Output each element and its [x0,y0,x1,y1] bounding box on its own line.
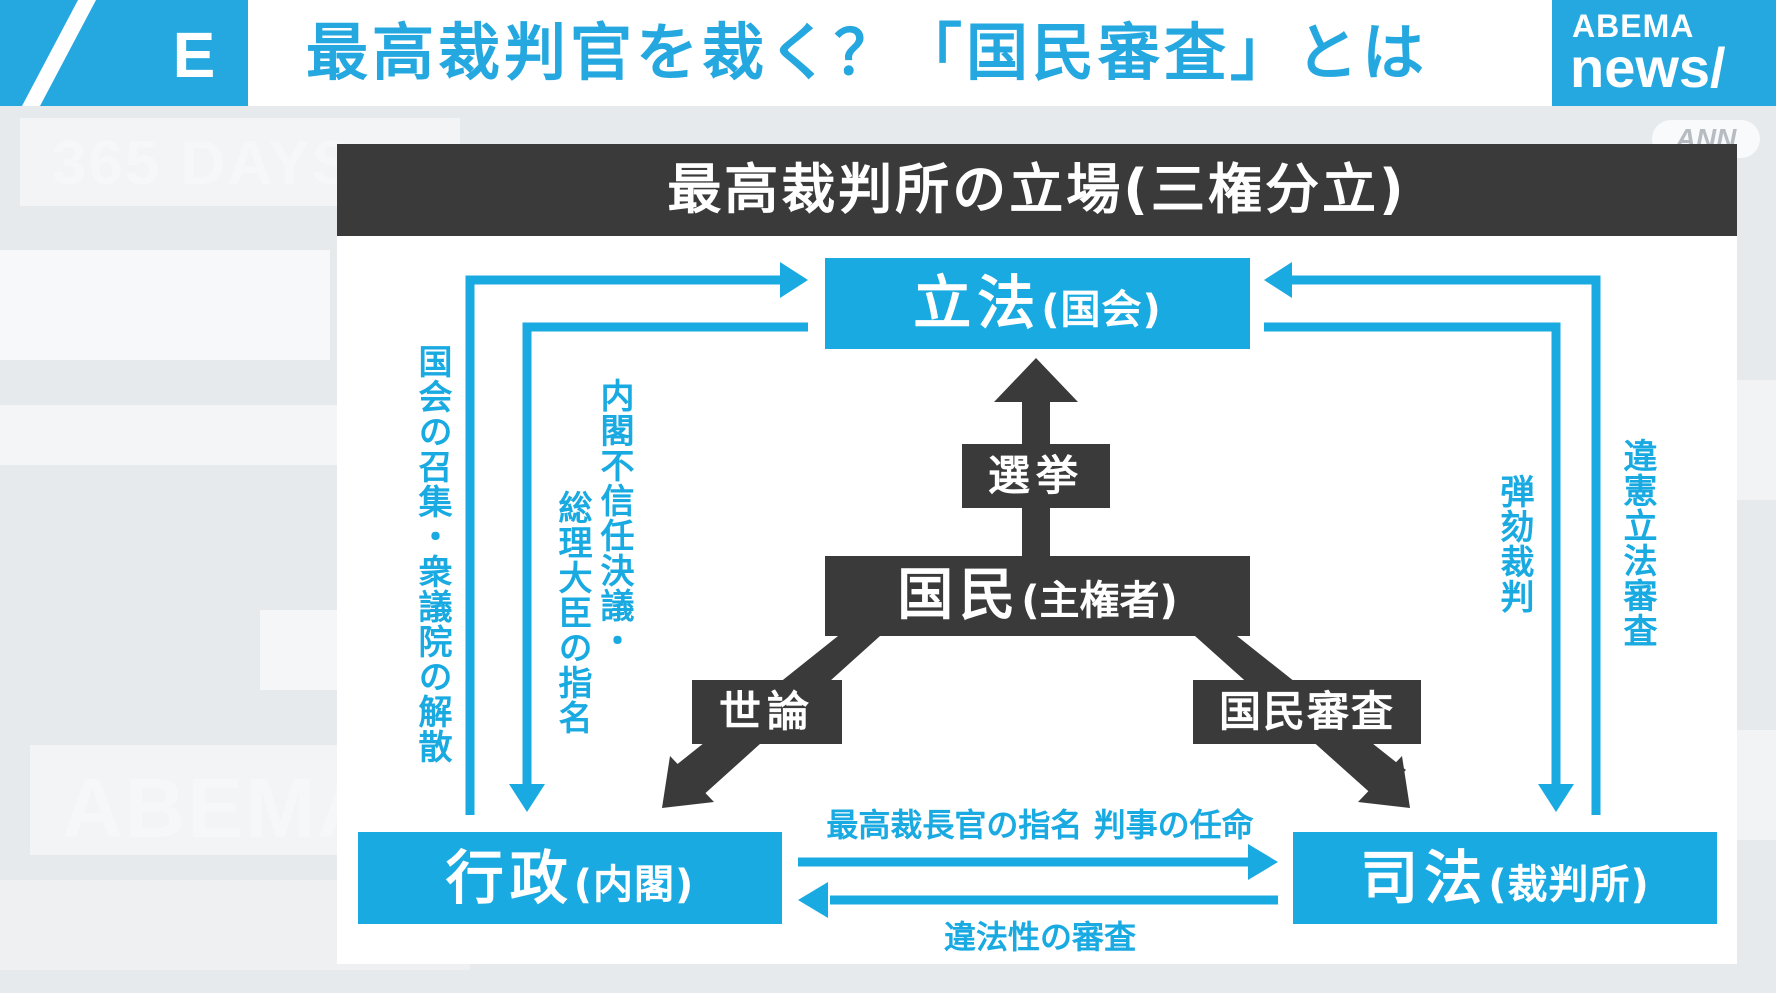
legislature-sub-label: (国会) [1041,287,1162,333]
people-left-arrowhead [662,756,714,808]
diet-convocation-label: 国会の召集・衆議院の解散 [412,344,452,764]
people-label: 国民 [897,563,1022,628]
logo-abema-text: ABEMA [1572,8,1695,44]
executive-sub-label: (内閣) [573,862,695,908]
people-sub-label: (主権者) [1021,578,1178,624]
judiciary-label: 司法 [1360,844,1489,912]
constitutional-review-label: 違憲立法審査 [1617,438,1657,648]
arrow-legis-to-exec-inner [522,322,808,790]
abema-news-logo: ABEMA news/ [1552,0,1776,106]
public-opinion-tag: 世論 [692,680,842,744]
people-node: 国民(主権者) [825,556,1250,636]
background-days-text: 365 DAYS [52,129,356,198]
election-tag: 選挙 [962,444,1110,508]
judiciary-sub-label: (裁判所) [1488,862,1650,908]
arrowhead-legis-left [780,262,808,298]
arrowhead-to-exec [798,882,828,918]
arrow-exec-to-legis-outer [465,275,790,815]
national-review-tag: 国民審査 [1193,680,1421,744]
arrowhead-legis-right [1264,262,1292,298]
executive-label: 行政 [445,844,574,912]
background-abema-text: ABEMA [62,761,380,855]
people-block [825,556,1250,636]
headline: 最高裁判官を裁く？「国民審査」とは [306,16,1429,89]
header-decoration [0,0,248,106]
legality-review-label: 違法性の審査 [943,918,1136,956]
arrowhead-to-jud [1248,844,1278,880]
chief-justice-appointment-label: 最高裁長官の指名 判事の任命 [826,806,1254,844]
pm-nomination-label: 総理大臣の指名 [552,490,592,735]
channel-badge: E [172,19,216,91]
executive-box: 行政(内閣) [358,832,782,924]
people-up-arrowhead [994,358,1078,402]
arrow-legis-to-jud-inner [1264,322,1561,790]
no-confidence-label: 内閣不信任決議・ [594,378,634,658]
arrowhead-jud-top [1538,784,1574,812]
legislature-box: 立法(国会) [825,258,1250,349]
arrowhead-exec-top [509,784,545,812]
judiciary-box: 司法(裁判所) [1293,832,1717,924]
people-right-arrowhead [1358,756,1410,808]
logo-news-text: news/ [1570,36,1726,99]
diagram-title: 最高裁判所の立場(三権分立) [337,144,1737,236]
legislature-label: 立法 [913,269,1042,337]
impeachment-label: 弾劾裁判 [1494,474,1534,614]
arrow-jud-to-legis-outer [1285,275,1601,815]
header-bar [0,0,1776,106]
